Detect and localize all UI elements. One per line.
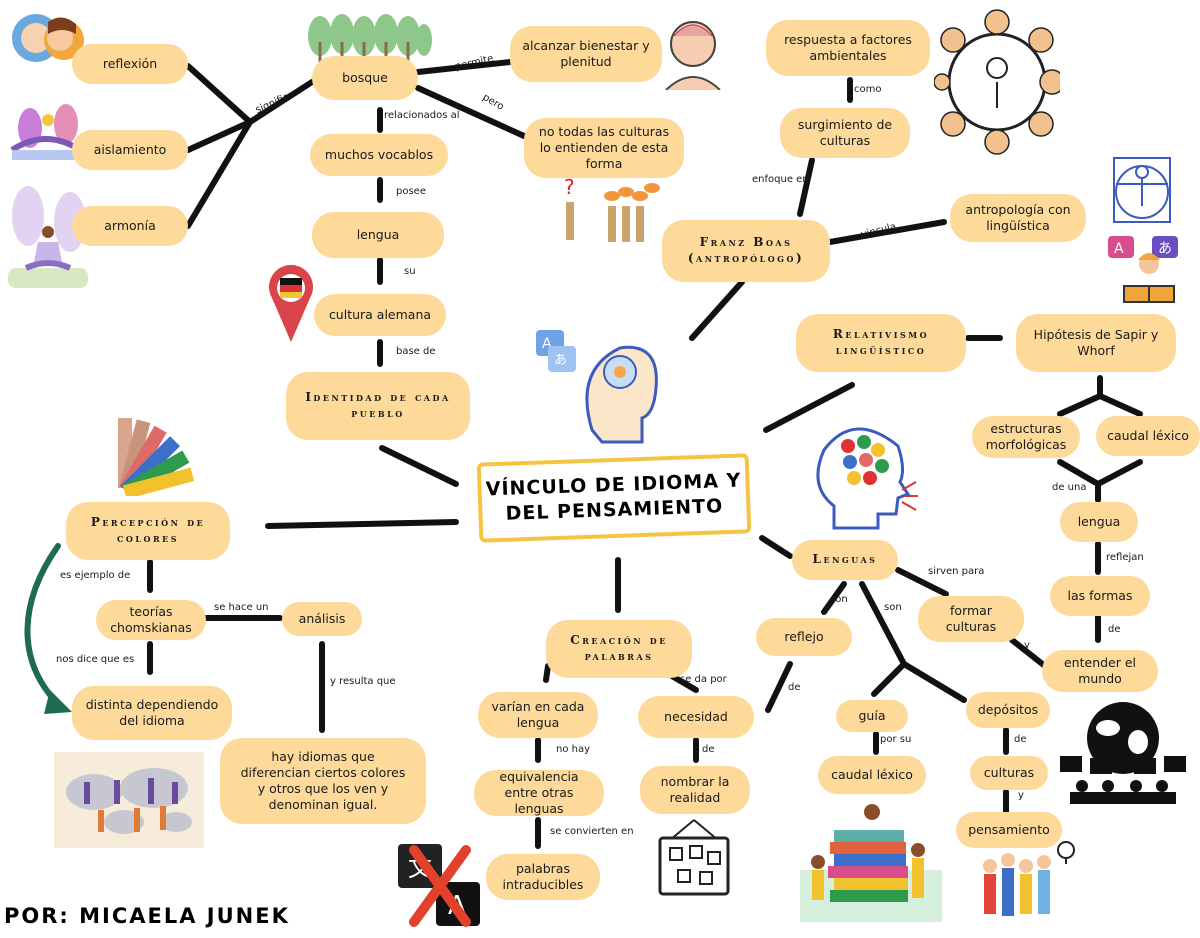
question-figures-icon: ? <box>552 175 662 246</box>
culture-circle-icon <box>933 8 1065 156</box>
node-respuesta: respuesta a factores ambientales <box>766 20 930 76</box>
node-percepcion: Percepción de colores <box>66 502 230 560</box>
label-de-una: de una <box>1052 482 1087 493</box>
node-pensamiento: pensamiento <box>956 812 1062 848</box>
label-de-necesidad: de <box>702 744 715 755</box>
label-se-convierten: se convierten en <box>550 826 634 837</box>
node-lengua-2: lengua <box>1060 502 1138 542</box>
node-entender: entender el mundo <box>1042 650 1158 692</box>
label-no-hay: no hay <box>556 744 591 755</box>
label-de-reflejo: de <box>788 682 801 693</box>
label-y-resulta: y resulta que <box>330 676 396 687</box>
label-se-hace-un: se hace un <box>214 602 269 613</box>
node-reflejo: reflejo <box>756 618 852 656</box>
label-como: como <box>854 84 882 95</box>
node-guia: guía <box>836 700 908 732</box>
node-analisis: análisis <box>282 602 362 636</box>
node-caudal-1: caudal léxico <box>1096 416 1200 456</box>
label-enfoque-en: enfoque en <box>752 174 809 185</box>
node-intraducibles: palabras intraducibles <box>486 854 600 900</box>
books-people-icon <box>800 800 942 922</box>
node-nombrar: nombrar la realidad <box>640 766 750 814</box>
sticky-board-icon <box>656 818 732 896</box>
node-boas: Franz Boas (antropólogo) <box>662 220 830 282</box>
node-armonia: armonía <box>72 206 188 246</box>
label-sirven-para: sirven para <box>928 566 985 577</box>
node-distinta: distinta dependiendo del idioma <box>72 686 232 740</box>
node-vocablos: muchos vocablos <box>310 134 448 176</box>
label-y-culturas: y <box>1018 790 1024 801</box>
node-bienestar: alcanzar bienestar y plenitud <box>510 26 662 82</box>
map-pin-flag-icon <box>268 264 314 344</box>
node-bosque: bosque <box>312 56 418 100</box>
node-relativismo: Relativismo lingüístico <box>796 314 966 372</box>
node-sapir: Hipótesis de Sapir y Whorf <box>1016 314 1176 372</box>
central-title: VÍNCULO DE IDIOMA Y DEL PENSAMIENTO <box>476 453 752 543</box>
node-aislamiento: aislamiento <box>72 130 188 170</box>
label-su: su <box>404 266 416 277</box>
label-son-1: son <box>830 594 848 605</box>
label-por-su: por su <box>880 734 912 745</box>
label-son-2: son <box>884 602 902 613</box>
label-relacionados: relacionados al <box>384 110 460 121</box>
svg-text:?: ? <box>564 176 575 199</box>
color-palette-icon <box>112 412 195 500</box>
node-varian: varían en cada lengua <box>478 692 598 738</box>
label-posee: posee <box>396 186 426 197</box>
node-equivalencia: equivalencia entre otras lenguas <box>474 769 604 816</box>
node-surgimiento: surgimiento de culturas <box>780 108 910 158</box>
node-lenguas: Lenguas <box>792 540 898 580</box>
reader-icon <box>1116 250 1182 306</box>
vitruvian-icon <box>1110 154 1174 226</box>
label-reflejan: reflejan <box>1106 552 1144 563</box>
node-hay-idiomas: hay idiomas que diferencian ciertos colo… <box>220 738 426 824</box>
node-reflexion: reflexión <box>72 44 188 84</box>
node-necesidad: necesidad <box>638 696 754 738</box>
node-culturas: culturas <box>970 756 1048 790</box>
label-de-depositos: de <box>1014 734 1027 745</box>
node-antropologia: antropología con lingüística <box>950 194 1086 242</box>
node-formar: formar culturas <box>918 596 1024 642</box>
node-no-todas: no todas las culturas lo entienden de es… <box>524 118 684 178</box>
node-caudal-2: caudal léxico <box>818 756 926 794</box>
node-depositos: depósitos <box>966 692 1050 728</box>
globe-speech-icon <box>1056 698 1190 806</box>
node-estructuras: estructuras morfológicas <box>972 416 1080 458</box>
svg-text:A: A <box>1114 241 1124 257</box>
node-formas: las formas <box>1050 576 1150 616</box>
node-lengua-1: lengua <box>312 212 444 258</box>
node-identidad: Identidad de cada pueblo <box>286 372 470 440</box>
author-credit: POR: MICAELA JUNEK <box>4 904 290 928</box>
node-cultura-alemana: cultura alemana <box>314 294 446 336</box>
label-base-de: base de <box>396 346 436 357</box>
label-se-da-por: se da por <box>680 674 727 685</box>
label-de-formas: de <box>1108 624 1121 635</box>
head-flags-icon <box>808 420 920 530</box>
svg-text:あ: あ <box>554 353 567 368</box>
bridge-garden-icon <box>8 98 83 168</box>
faces-icon <box>8 8 88 68</box>
brain-face-icon <box>660 14 726 91</box>
node-teorias: teorías chomskianas <box>96 600 206 640</box>
label-es-ejemplo: es ejemplo de <box>60 570 131 581</box>
label-nos-dice: nos dice que es <box>56 654 135 665</box>
label-y-formar: y <box>1024 640 1030 651</box>
node-creacion: Creación de palabras <box>546 620 692 678</box>
svg-text:あ: あ <box>1158 241 1172 257</box>
no-translate-icon: 文A <box>396 842 482 928</box>
world-map-people-icon <box>54 752 204 848</box>
people-idea-icon <box>976 836 1082 932</box>
svg-text:A: A <box>542 336 552 352</box>
